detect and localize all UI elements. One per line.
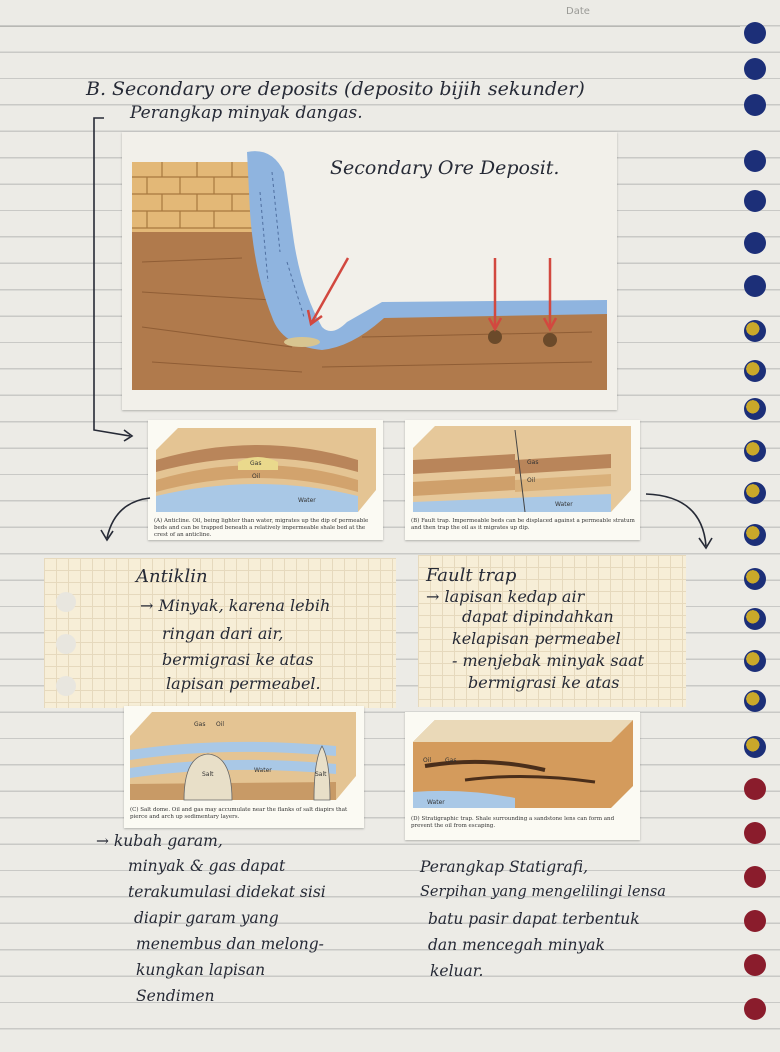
note-line: keluar. xyxy=(430,962,484,980)
secondary-ore-figure: Secondary Ore Deposit. xyxy=(122,132,617,410)
note-line: Perangkap Statigrafi, xyxy=(420,858,589,876)
label-oil: Oil xyxy=(216,721,224,728)
punch-hole xyxy=(56,676,76,696)
note-line: → Minyak, karena lebih xyxy=(140,596,331,615)
header-rule xyxy=(0,26,740,27)
label-salt: Salt xyxy=(315,771,327,778)
note-line: - menjebak minyak saat xyxy=(452,651,645,670)
label-oil: Oil xyxy=(252,473,260,480)
label-water: Water xyxy=(254,767,272,774)
binding-hole xyxy=(744,866,766,888)
note-line: dapat dipindahkan xyxy=(462,607,614,626)
spiral-binding xyxy=(736,0,780,1052)
note-line: bermigrasi ke atas xyxy=(162,650,314,669)
note-line: dan mencegah minyak xyxy=(428,936,605,954)
date-label: Date xyxy=(566,6,590,17)
binding-hole xyxy=(744,58,766,80)
section-subtitle: Perangkap minyak dangas. xyxy=(130,103,363,123)
binding-hole xyxy=(744,568,766,590)
punch-hole xyxy=(56,592,76,612)
stratigraphic-trap-diagram: Oil Gas Water xyxy=(413,720,633,808)
binding-hole xyxy=(744,524,766,546)
note-line: batu pasir dapat terbentuk xyxy=(428,910,640,928)
binding-hole xyxy=(744,232,766,254)
binding-hole xyxy=(744,778,766,800)
binding-hole xyxy=(744,608,766,630)
binding-hole xyxy=(744,320,766,342)
pothole-deposit-2 xyxy=(543,333,557,347)
fault-trap-figure: Gas Oil Water (B) Fault trap. Impermeabl… xyxy=(405,420,640,540)
salt-dome-diagram: Gas Oil Salt Salt Water xyxy=(130,712,356,801)
binding-hole xyxy=(744,822,766,844)
binding-hole xyxy=(744,440,766,462)
note-line: bermigrasi ke atas xyxy=(468,673,620,692)
binding-hole xyxy=(744,22,766,44)
note-line: terakumulasi didekat sisi xyxy=(128,883,326,901)
fault-trap-diagram: Gas Oil Water xyxy=(413,426,631,513)
fault-trap-caption: (B) Fault trap. Impermeable beds can be … xyxy=(411,518,635,531)
stratigraphic-trap-caption: (D) Stratigraphic trap. Shale surroundin… xyxy=(411,816,615,829)
label-salt: Salt xyxy=(202,771,214,778)
label-gas: Gas xyxy=(194,721,205,728)
binding-hole xyxy=(744,275,766,297)
main-figure-label: Secondary Ore Deposit. xyxy=(330,157,559,179)
note-line: kungkan lapisan xyxy=(136,961,266,979)
placer-deposit xyxy=(284,337,320,347)
binding-hole xyxy=(744,94,766,116)
note-line: diapir garam yang xyxy=(134,909,279,927)
salt-dome-caption: (C) Salt dome. Oil and gas may accumulat… xyxy=(130,807,348,820)
note-line: menembus dan melong- xyxy=(136,935,324,953)
note-antiklin: Antiklin → Minyak, karena lebih ringan d… xyxy=(44,558,396,708)
water-flow xyxy=(247,151,607,350)
section-title: B. Secondary ore deposits (deposito biji… xyxy=(86,78,585,100)
binding-hole xyxy=(744,954,766,976)
label-oil: Oil xyxy=(527,477,535,484)
note-line: Fault trap xyxy=(426,565,517,586)
note-line: Serpihan yang mengelilingi lensa xyxy=(420,884,666,900)
label-gas: Gas xyxy=(250,460,261,467)
note-line: ringan dari air, xyxy=(162,624,284,643)
anticline-figure: Gas Oil Water (A) Anticline. Oil, being … xyxy=(148,420,383,540)
bracket-arrow xyxy=(93,117,134,442)
salt-dome-figure: Gas Oil Salt Salt Water (C) Salt dome. O… xyxy=(124,706,364,828)
stratigraphic-trap-figure: Oil Gas Water (D) Stratigraphic trap. Sh… xyxy=(405,712,640,840)
binding-hole xyxy=(744,360,766,382)
label-gas: Gas xyxy=(527,459,538,466)
anticline-diagram: Gas Oil Water xyxy=(156,428,376,512)
label-oil: Oil xyxy=(423,757,431,764)
pothole-deposit-1 xyxy=(488,330,502,344)
binding-hole xyxy=(744,910,766,932)
binding-hole xyxy=(744,998,766,1020)
binding-hole xyxy=(744,398,766,420)
label-gas: Gas xyxy=(445,757,456,764)
note-line: minyak & gas dapat xyxy=(128,857,286,875)
note-line: Antiklin xyxy=(136,566,208,587)
note-line: kelapisan permeabel xyxy=(452,629,621,648)
binding-hole xyxy=(744,190,766,212)
note-line: lapisan permeabel. xyxy=(166,674,321,693)
punch-hole xyxy=(56,634,76,654)
label-water: Water xyxy=(555,501,573,508)
curved-arrow-right xyxy=(645,493,713,550)
binding-hole xyxy=(744,650,766,672)
binding-hole xyxy=(744,482,766,504)
binding-hole xyxy=(744,150,766,172)
binding-hole xyxy=(744,690,766,712)
note-line: → kubah garam, xyxy=(96,832,223,850)
note-line: → lapisan kedap air xyxy=(426,587,585,606)
label-water: Water xyxy=(427,799,445,806)
note-line: Sendimen xyxy=(136,987,215,1005)
anticline-caption: (A) Anticline. Oil, being lighter than w… xyxy=(154,518,369,538)
label-water: Water xyxy=(298,497,316,504)
binding-hole xyxy=(744,736,766,758)
secondary-ore-illustration: Secondary Ore Deposit. xyxy=(132,151,607,390)
note-fault-trap: Fault trap → lapisan kedap air dapat dip… xyxy=(418,555,686,707)
curved-arrow-left xyxy=(100,497,151,542)
